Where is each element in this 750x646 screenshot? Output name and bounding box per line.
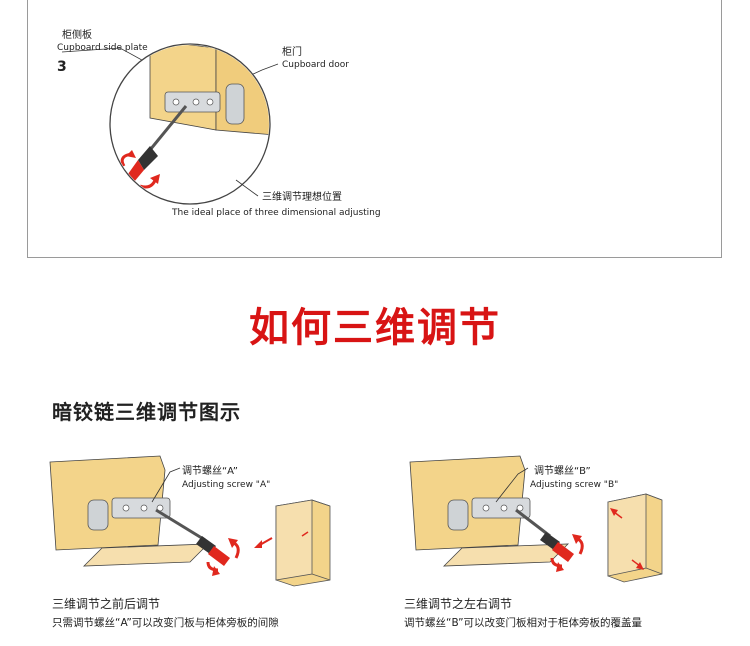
left-caption-title: 三维调节之前后调节 — [52, 597, 161, 611]
screw-b-label-en: Adjusting screw "B" — [530, 480, 619, 490]
step-number: 3 — [57, 59, 67, 75]
right-caption-title: 三维调节之左右调节 — [404, 597, 513, 611]
door-label-en: Cupboard door — [282, 60, 349, 70]
door-label-cn: 柜门 — [282, 47, 302, 58]
side-plate-label-en: Cupboard side plate — [57, 43, 148, 53]
section-title: 暗铰链三维调节图示 — [52, 400, 241, 424]
screw-b-label-cn: 调节螺丝“B” — [534, 466, 591, 477]
page-title: 如何三维调节 — [249, 305, 501, 351]
hinge-adjust-left-right-illustration — [409, 455, 663, 583]
ideal-place-label-cn: 三维调节理想位置 — [262, 192, 342, 203]
hinge-closeup-illustration — [61, 43, 279, 205]
right-caption-desc: 调节螺丝“B”可以改变门板相对于柜体旁板的覆盖量 — [404, 617, 643, 629]
side-plate-label-cn: 柜侧板 — [62, 30, 92, 41]
ideal-place-label-en: The ideal place of three dimensional adj… — [172, 208, 381, 218]
screw-a-label-en: Adjusting screw "A" — [182, 480, 271, 490]
hinge-adjust-front-back-illustration — [49, 455, 331, 587]
left-caption-desc: 只需调节螺丝“A”可以改变门板与柜体旁板的间隙 — [52, 617, 279, 629]
screw-a-label-cn: 调节螺丝“A” — [182, 466, 238, 477]
